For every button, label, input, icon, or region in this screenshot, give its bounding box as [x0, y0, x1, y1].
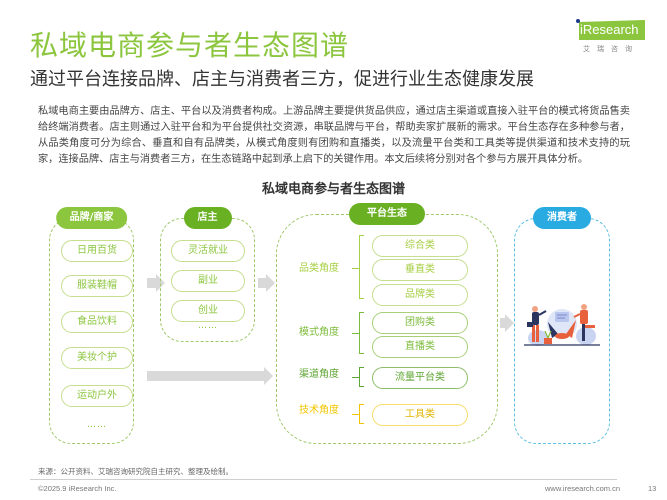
logo-brand-text: iResearch [580, 22, 639, 37]
bracket-tick-channel [352, 377, 360, 379]
bracket-category [359, 235, 364, 299]
brand-item-beauty: 美妆个护 [61, 347, 133, 369]
footer-copyright: ©2025.9 iResearch Inc. [38, 484, 117, 493]
store-owner-box: 店主 [160, 207, 255, 342]
brand-item-food: 食品饮料 [61, 311, 133, 333]
store-owner-header: 店主 [183, 207, 232, 229]
platform-header: 平台生态 [349, 203, 425, 225]
angle-label-model: 模式角度 [299, 327, 339, 338]
store-item-startup: 创业 [171, 300, 245, 322]
platform-item-brand: 品牌类 [372, 284, 468, 306]
footer-divider [30, 479, 617, 480]
angle-label-category: 品类角度 [299, 263, 339, 274]
consumer-box: 消费者 [514, 207, 610, 444]
store-item-side-job: 副业 [171, 270, 245, 292]
platform-item-livestream: 直播类 [372, 336, 468, 358]
bracket-tick-model [352, 333, 360, 335]
bracket-tick-technology [352, 414, 360, 416]
brand-item-daily-goods: 日用百货 [61, 240, 133, 262]
page-subtitle: 通过平台连接品牌、店主与消费者三方，促进行业生态健康发展 [30, 69, 534, 90]
arrow-platform-to-consumer [500, 314, 514, 332]
brands-header: 品牌/商家 [55, 207, 128, 229]
platform-item-tools: 工具类 [372, 404, 468, 426]
iresearch-logo: iResearch 艾瑞咨询 [573, 18, 653, 58]
logo-dot-icon [576, 19, 580, 23]
brands-box: 品牌/商家 [49, 207, 134, 444]
consumer-header: 消费者 [533, 207, 591, 229]
intro-paragraph: 私域电商主要由品牌方、店主、平台以及消费者构成。上游品牌主要提供货品供应，通过店… [38, 106, 630, 165]
footer-source: 来源：公开资料、艾瑞咨询研究院自主研究、整理及绘制。 [38, 467, 233, 476]
platform-item-vertical: 垂直类 [372, 259, 468, 281]
logo-cn-text: 艾瑞咨询 [583, 45, 639, 53]
platform-item-group-buy: 团购类 [372, 312, 468, 334]
business-handshake-illustration [524, 304, 600, 346]
angle-label-technology: 技术角度 [299, 405, 339, 416]
brands-more: …… [87, 420, 107, 430]
brand-item-sports: 运动户外 [61, 385, 133, 407]
platform-box: 平台生态 [276, 203, 498, 444]
platform-item-traffic: 流量平台类 [372, 367, 468, 389]
page-title: 私域电商参与者生态图谱 [30, 29, 350, 62]
bracket-tick-category [352, 268, 360, 270]
angle-label-channel: 渠道角度 [299, 369, 339, 380]
brand-item-apparel: 服装鞋帽 [61, 275, 133, 297]
page-number: 13 [648, 484, 657, 493]
platform-item-comprehensive: 综合类 [372, 235, 468, 257]
arrow-store-to-platform [258, 274, 275, 292]
footer-url-link[interactable]: www.iresearch.com.cn [545, 484, 621, 493]
store-item-flexible-work: 灵活就业 [171, 240, 245, 262]
logo-badge [579, 20, 645, 40]
arrow-brands-to-platform [147, 367, 273, 385]
diagram-title: 私域电商参与者生态图谱 [261, 182, 405, 197]
store-more: …… [198, 321, 218, 331]
arrow-brands-to-store [147, 274, 165, 292]
